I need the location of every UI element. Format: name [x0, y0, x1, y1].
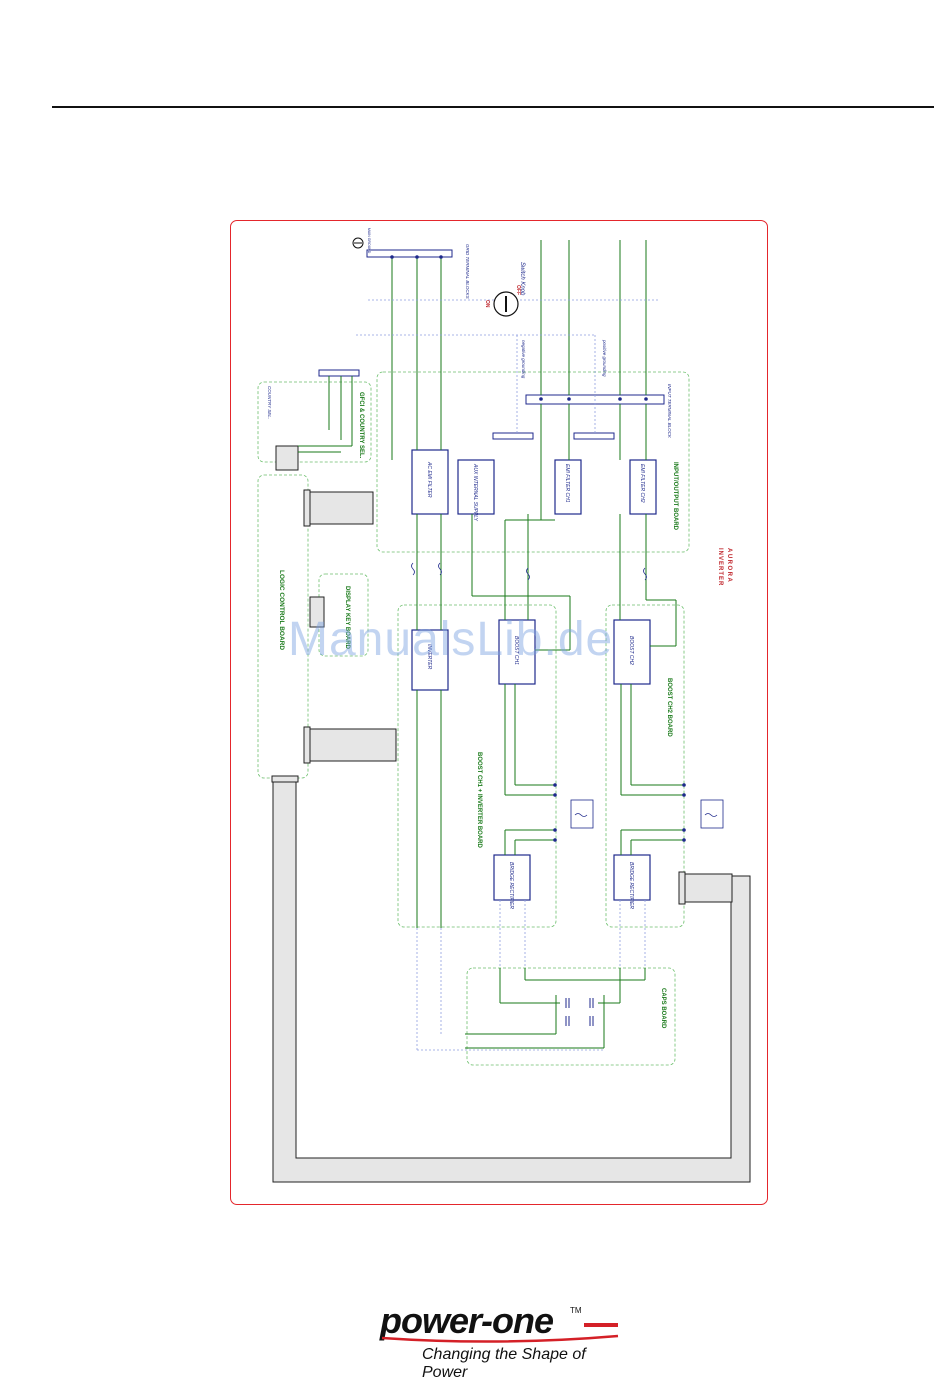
board-gfci-outline — [257, 381, 372, 463]
label-inout-board: INPUT/OUTPUT BOARD — [672, 462, 678, 531]
top-rule — [52, 106, 934, 108]
cable-connector-right — [681, 873, 733, 903]
label-ac-emi: AC EMI FILTER — [426, 461, 432, 498]
earth-ground-icon — [352, 237, 364, 249]
label-inverter: INVERTER — [426, 644, 432, 670]
logo-tagline: Changing the Shape of Power — [422, 1346, 586, 1381]
cable-connector-right-cap — [678, 871, 686, 905]
block-boost-ch2 — [613, 619, 651, 685]
label-aurora: AURORA — [726, 548, 732, 583]
block-inverter — [411, 629, 449, 691]
gfci-terminal-block — [318, 369, 360, 377]
block-aux-supply — [457, 459, 495, 515]
logic-connector-mid-cap — [303, 726, 311, 764]
label-inverter-title: INVERTER — [717, 548, 723, 586]
label-negative-grounding: negative grounding — [521, 340, 526, 379]
label-emi-ch2: EMI FILTER CH2 — [639, 464, 645, 503]
board-inout-outline — [376, 371, 690, 553]
logic-connector-mid — [309, 728, 397, 762]
label-off: OFF — [515, 285, 521, 295]
block-bridge-1 — [493, 854, 531, 901]
label-logic-board: LOGIC CONTROL BOARD — [278, 570, 285, 650]
label-gfci-board: GFCI & COUNTRY SEL. — [358, 392, 364, 459]
gfci-connector — [275, 445, 299, 471]
display-connector — [309, 596, 325, 628]
block-boost-ch1 — [498, 619, 536, 685]
block-bridge-2 — [613, 854, 651, 901]
pos-ground-block — [573, 432, 615, 440]
label-display-board: DISPLAY KEY BOARD — [344, 586, 350, 650]
grid-terminal-block — [366, 249, 453, 258]
label-on: ON — [484, 300, 490, 308]
logo-word: power-one — [380, 1300, 554, 1341]
transformer-2 — [700, 799, 724, 829]
label-caps-board: CAPS BOARD — [660, 988, 666, 1029]
label-bridge-1: BRIDGE RECTIFIER — [508, 862, 514, 909]
label-boost-ch1: BOOST CH1 — [513, 636, 519, 665]
block-emi-ch1 — [554, 459, 582, 515]
logo-accent-bar — [584, 1323, 618, 1327]
label-boost1-board: BOOST CH1 + INVERTER BOARD — [476, 752, 482, 849]
diagram-frame — [230, 220, 768, 1205]
label-country-sel: COUNTRY SEL. — [267, 386, 272, 419]
block-emi-ch2 — [629, 459, 657, 515]
board-caps-outline — [466, 967, 676, 1066]
label-boost2-board: BOOST CH2 BOARD — [666, 678, 672, 737]
board-boost1-outline — [397, 604, 557, 928]
transformer-1 — [570, 799, 594, 829]
label-earth: MAIN GROUND — [367, 228, 371, 254]
logic-connector-top — [309, 491, 374, 525]
logo-swoosh-icon — [381, 1334, 619, 1343]
label-switch-knob: Switch Knob — [519, 262, 525, 296]
logo-trademark: TM — [570, 1306, 582, 1315]
label-aux-supply: AUX INTERNAL SUPPLY — [472, 463, 478, 522]
label-input-terminal: INPUT TERMINAL BLOCK — [667, 384, 672, 439]
label-positive-grounding: positive grounding — [602, 339, 607, 377]
block-ac-emi — [411, 449, 449, 515]
label-grid-terminal: GRID TERMINAL BLOCKS — [465, 244, 470, 299]
watermark: ManualsLib.de — [288, 613, 614, 666]
label-bridge-2: BRIDGE RECTIFIER — [628, 862, 634, 909]
power-one-logo: power-one TM Changing the Shape of Power — [380, 1300, 620, 1381]
neg-ground-block — [492, 432, 534, 440]
cable-connector-left — [271, 775, 299, 783]
label-emi-ch1: EMI FILTER CH1 — [564, 464, 570, 503]
label-boost-ch2: BOOST CH2 — [628, 636, 634, 665]
logic-connector-top-cap — [303, 489, 311, 527]
board-boost2-outline — [605, 604, 685, 928]
switch-knob-icon — [493, 291, 519, 317]
